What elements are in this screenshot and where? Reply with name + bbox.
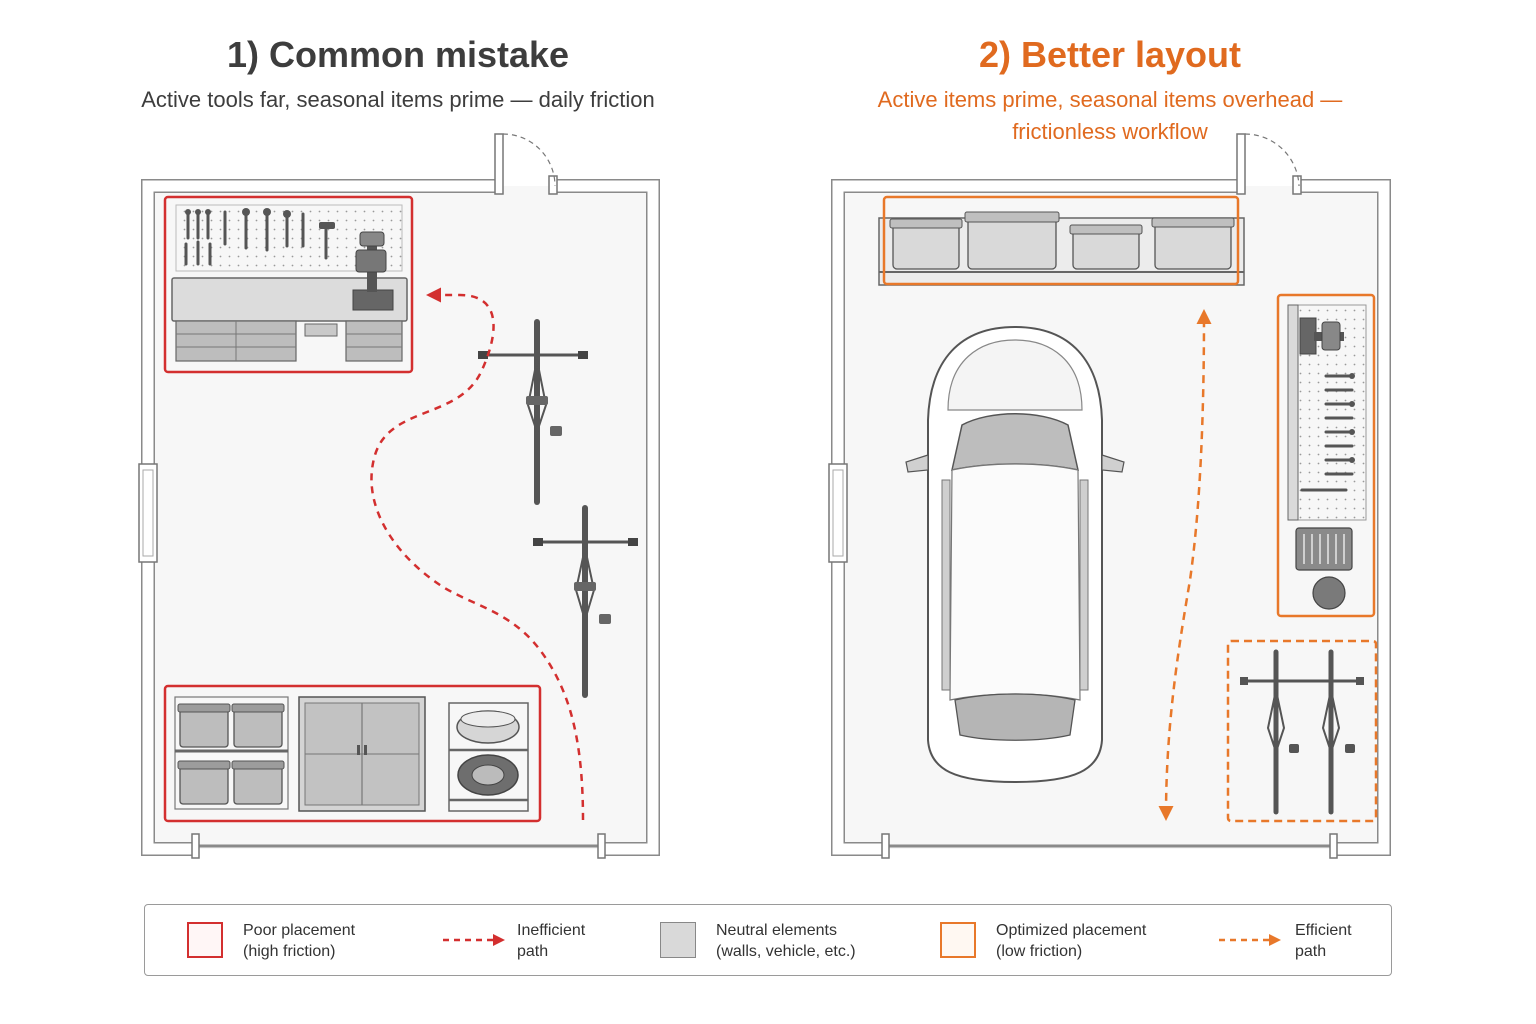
legend-neutral-swatch: [660, 922, 696, 958]
left-window: [138, 463, 158, 563]
legend-red-arrow-icon: [443, 934, 505, 946]
legend: Poor placement (high friction) Inefficie…: [144, 904, 1392, 976]
floor-vent: [1295, 527, 1353, 571]
efficient-path-arrow: [1158, 309, 1212, 821]
left-panel-title: 1) Common mistake: [226, 34, 570, 75]
right-bike-zone: [1226, 639, 1378, 823]
bike-1: [478, 319, 588, 505]
legend-optimized-line-1: Optimized placement: [996, 922, 1147, 939]
legend-inefficient-line-2: path: [517, 943, 549, 960]
legend-orange-arrow-icon: [1219, 934, 1281, 946]
legend-inefficient-line-1: Inefficient: [517, 922, 586, 939]
storage-cabinet: [298, 696, 426, 812]
right-garage: [828, 133, 1391, 859]
legend-efficient-line-1: Efficient: [1295, 922, 1352, 939]
right-workbench-zone: [1276, 293, 1376, 618]
right-panel-subtitle: Active items prime, seasonal items overh…: [790, 84, 1430, 148]
right-entry-door: [1236, 133, 1302, 195]
storage-bins: [179, 706, 283, 805]
left-panel-subtitle: Active tools far, seasonal items prime —…: [141, 87, 655, 112]
legend-neutral-line-2: (walls, vehicle, etc.): [716, 943, 856, 960]
left-garage: [138, 133, 660, 859]
car: [905, 325, 1125, 784]
right-subtitle-line-2: frictionless workflow: [1012, 119, 1208, 144]
inefficient-path-arrow: [370, 287, 585, 821]
left-workbench-zone: [163, 195, 414, 374]
legend-optimized-line-2: (low friction): [996, 943, 1083, 960]
right-window: [828, 463, 848, 563]
right-panel-title: 2) Better layout: [978, 34, 1242, 75]
floorplan-diagrams: [138, 133, 1391, 859]
stool: [1312, 576, 1346, 610]
overhead-storage-zone: [878, 195, 1245, 286]
tire-rack: [448, 702, 529, 812]
bike-2: [533, 505, 638, 698]
left-seasonal-storage-zone: [163, 684, 542, 823]
legend-neutral-line-1: Neutral elements: [716, 922, 837, 939]
pegboard-tools: [184, 210, 328, 266]
legend-optimized-swatch: [940, 922, 976, 958]
legend-poor-line-1: Poor placement: [243, 922, 356, 939]
drill-press: [352, 231, 394, 311]
legend-efficient-line-2: path: [1295, 943, 1327, 960]
right-subtitle-line-1: Active items prime, seasonal items overh…: [877, 87, 1343, 112]
legend-poor-swatch: [187, 922, 223, 958]
left-entry-door: [494, 133, 558, 195]
right-drill-press: [1299, 317, 1344, 355]
legend-poor-line-2: (high friction): [243, 943, 336, 960]
